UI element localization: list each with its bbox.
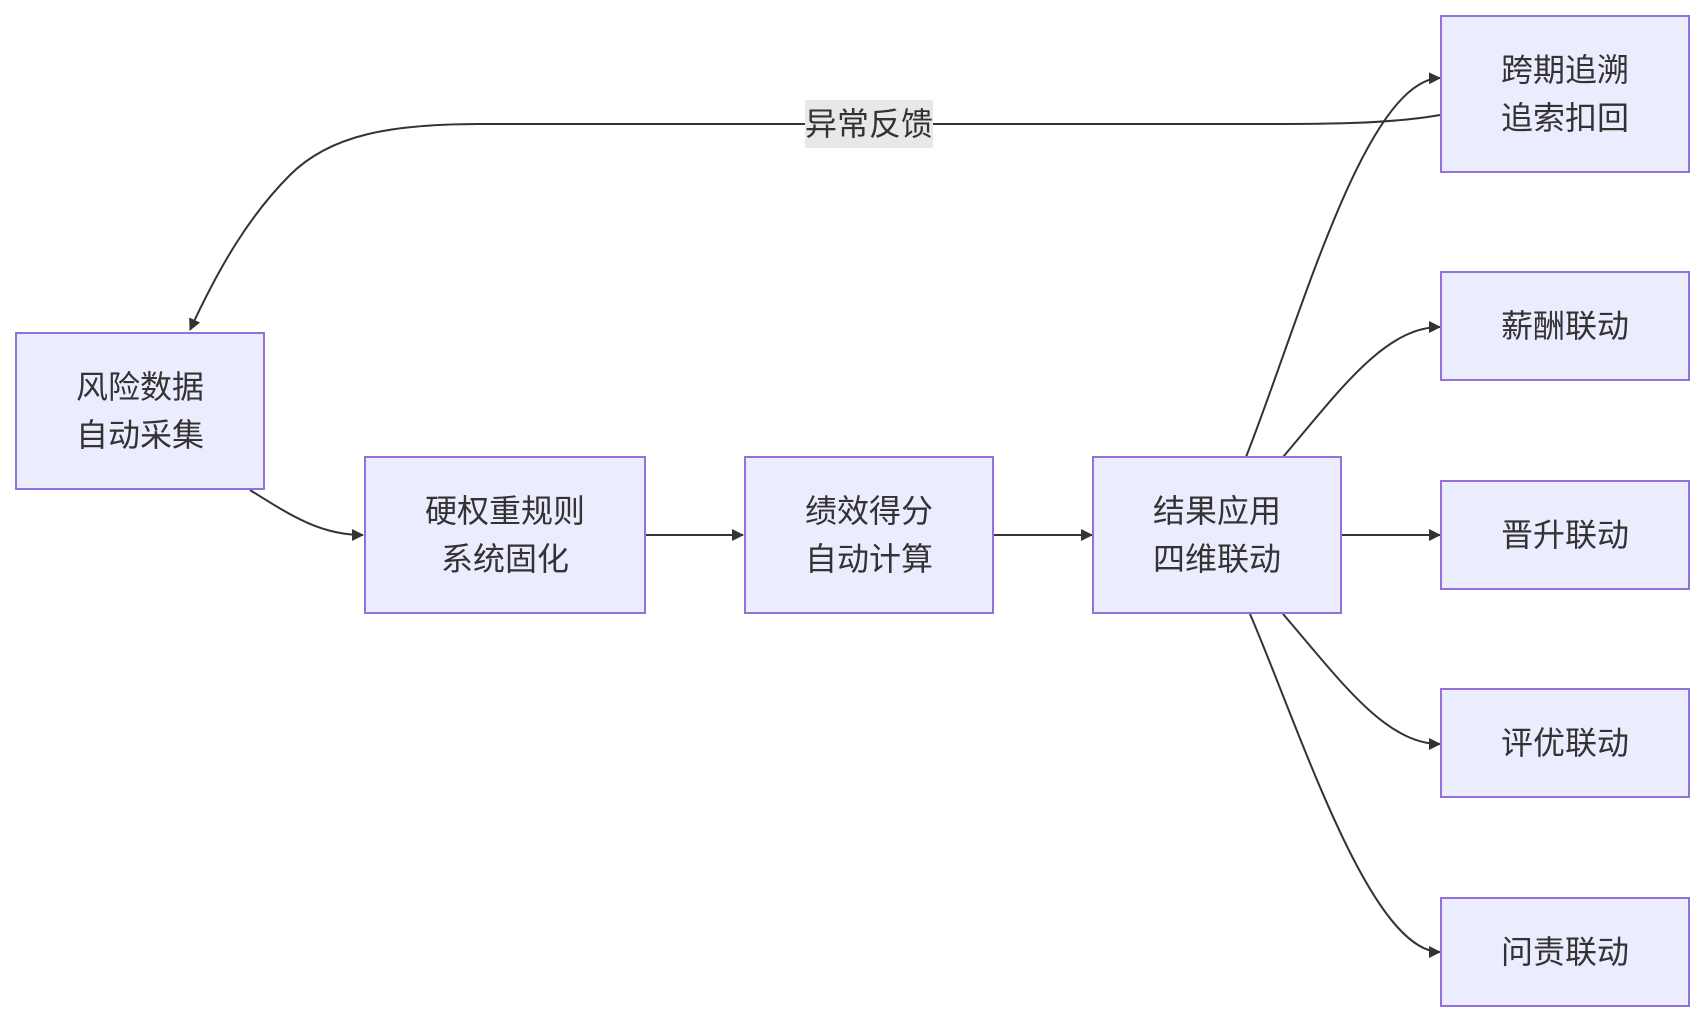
node-collect[interactable]: 风险数据 自动采集: [15, 332, 265, 490]
node-trace-line1: 跨期追溯: [1501, 51, 1629, 89]
edge-apply-to-trace: [1245, 72, 1441, 458]
node-award[interactable]: 评优联动: [1440, 688, 1690, 798]
edge-collect-to-rules: [249, 489, 364, 541]
edge-label-feedback: 异常反馈: [805, 100, 933, 148]
node-trace[interactable]: 跨期追溯 追索扣回: [1440, 15, 1690, 173]
node-apply[interactable]: 结果应用 四维联动: [1092, 456, 1342, 614]
node-account[interactable]: 问责联动: [1440, 897, 1690, 1007]
edge-trace-to-collect: [189, 114, 1441, 331]
node-rules-line1: 硬权重规则: [425, 492, 585, 530]
node-rules[interactable]: 硬权重规则 系统固化: [364, 456, 646, 614]
node-promote[interactable]: 晋升联动: [1440, 480, 1690, 590]
edges: [189, 72, 1441, 958]
node-trace-line2: 追索扣回: [1501, 99, 1629, 137]
node-salary[interactable]: 薪酬联动: [1440, 271, 1690, 381]
edge-apply-to-award: [1282, 613, 1441, 750]
node-rules-line2: 系统固化: [441, 540, 569, 578]
node-account-label: 问责联动: [1501, 933, 1629, 971]
edge-apply-to-salary: [1282, 321, 1441, 458]
node-award-label: 评优联动: [1501, 724, 1629, 762]
edge-label-text: 异常反馈: [805, 105, 933, 143]
node-score-line2: 自动计算: [805, 540, 933, 578]
node-apply-line1: 结果应用: [1153, 492, 1281, 530]
node-salary-label: 薪酬联动: [1501, 307, 1629, 345]
edge-apply-to-account: [1249, 613, 1441, 958]
node-score-line1: 绩效得分: [805, 492, 933, 530]
node-collect-line1: 风险数据: [76, 368, 204, 406]
node-score[interactable]: 绩效得分 自动计算: [744, 456, 994, 614]
node-apply-line2: 四维联动: [1153, 540, 1281, 578]
node-promote-label: 晋升联动: [1501, 516, 1629, 554]
node-collect-line2: 自动采集: [76, 416, 204, 454]
